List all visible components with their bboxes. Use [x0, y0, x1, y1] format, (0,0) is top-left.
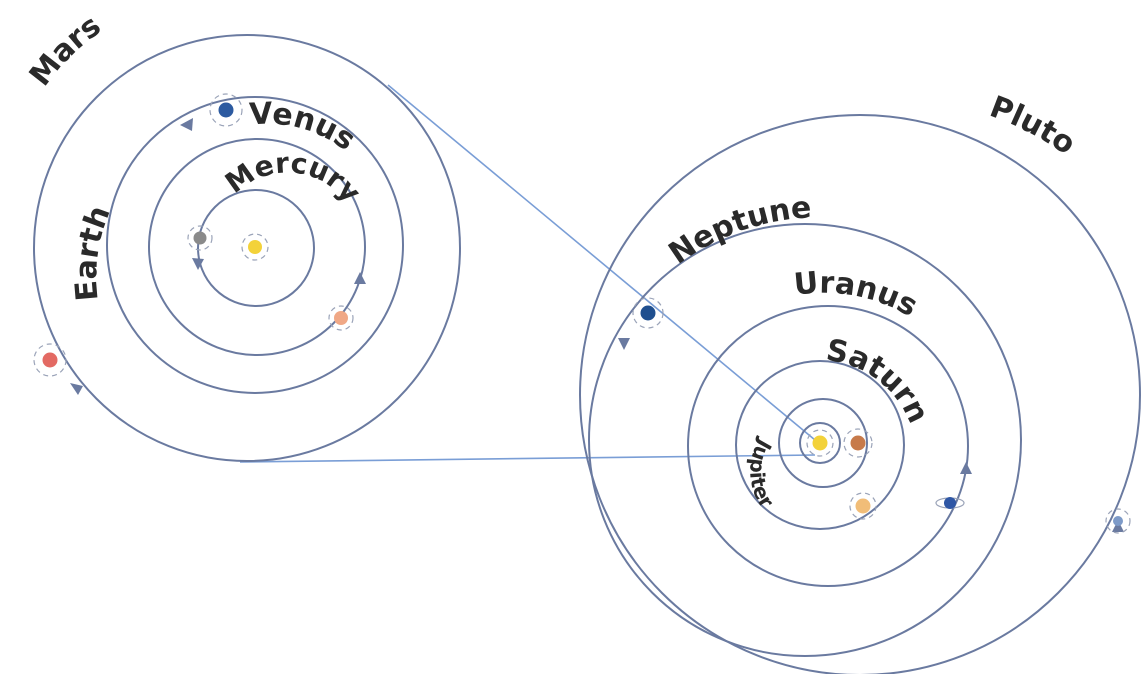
label-uranus: Uranus	[792, 265, 923, 324]
label-mercury: Mercury	[219, 146, 367, 208]
orbit-mars	[33, 34, 461, 462]
label-jupiter: Jupiter	[745, 434, 779, 513]
arrow-venus	[180, 118, 193, 131]
orbit-pluto	[579, 114, 1141, 674]
sun-outer-dot	[812, 435, 828, 451]
orbit-neptune	[588, 223, 1022, 657]
planet-jupiter	[849, 492, 877, 520]
planet-mars	[33, 343, 67, 377]
arrow-mercury	[192, 258, 204, 270]
orbit-uranus	[687, 305, 969, 587]
label-saturn: Saturn	[824, 333, 936, 429]
planet-earth	[209, 93, 243, 127]
orbit-earth	[106, 96, 404, 394]
arrow-mars	[70, 383, 83, 395]
neptune-dot	[640, 305, 656, 321]
planet-saturn	[843, 428, 873, 458]
sun-inner-dot	[248, 240, 262, 254]
zoom-line-top	[387, 84, 816, 441]
arrow-uranus	[960, 462, 972, 474]
orbit-jupiter	[778, 398, 868, 488]
orbit-saturn	[735, 360, 905, 530]
planet-venus	[328, 305, 354, 331]
sun-outer	[806, 429, 834, 457]
orbit-venus	[148, 138, 366, 356]
pluto-dot	[1113, 516, 1123, 526]
planet-pluto	[1105, 508, 1131, 534]
earth-dot	[218, 102, 234, 118]
arrow-neptune	[618, 338, 630, 350]
orbit-mercury	[197, 189, 315, 307]
uranus-dot	[944, 497, 956, 509]
corner-mark: a	[30, 667, 48, 674]
label-neptune: Neptune	[663, 190, 813, 271]
saturn-dot	[850, 435, 866, 451]
mercury-dot	[193, 231, 207, 245]
planet-mercury	[187, 225, 213, 251]
sun-inner	[241, 233, 269, 261]
orbit-inner-sun-ring	[799, 422, 841, 464]
arrow-earth	[354, 272, 366, 284]
zoom-line-bottom	[239, 454, 816, 463]
planet-uranus	[935, 497, 965, 509]
label-mars: Mars	[23, 8, 108, 92]
venus-dot	[334, 311, 348, 325]
planet-neptune	[632, 297, 664, 329]
jupiter-dot	[855, 498, 871, 514]
mars-dot	[42, 352, 58, 368]
label-earth: Earth	[69, 201, 118, 302]
